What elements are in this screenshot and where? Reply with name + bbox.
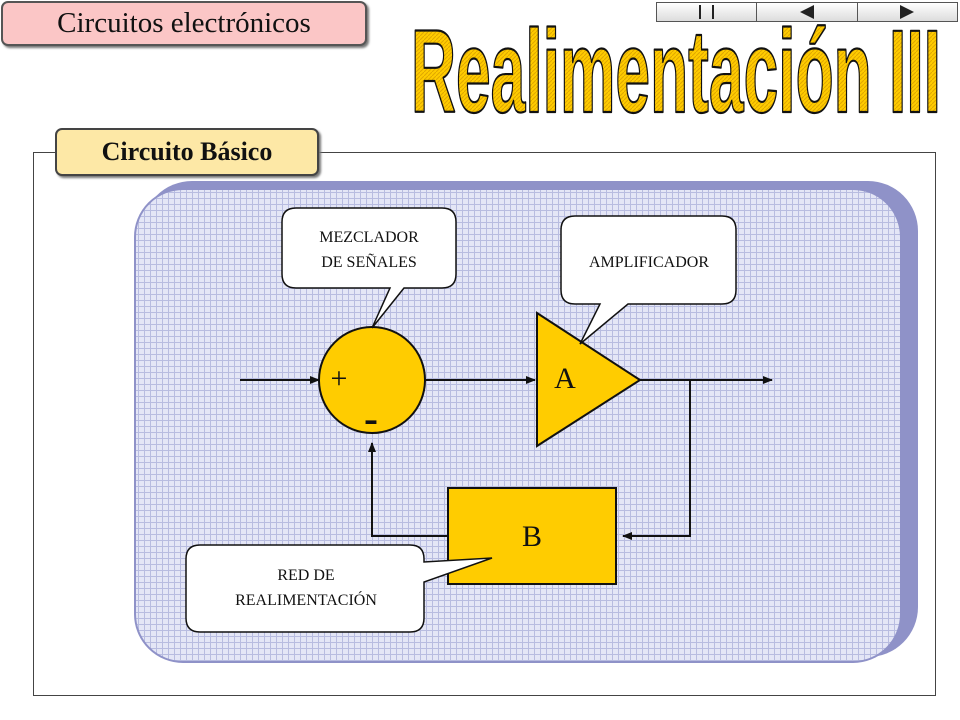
- diagram-panel: [134, 188, 902, 663]
- feedback-callout: [185, 544, 493, 633]
- content-frame: [33, 152, 936, 696]
- previous-slide-button[interactable]: [757, 3, 858, 21]
- course-title: Circuitos electrónicos: [1, 1, 367, 46]
- amplifier-callout: [560, 215, 737, 345]
- mixer-minus-sign: -: [364, 396, 378, 442]
- feedback-callout-line-2: REALIMENTACIÓN: [235, 592, 377, 609]
- mixer-callout: [281, 207, 457, 329]
- first-slide-icon: [698, 5, 714, 19]
- next-slide-icon: [900, 5, 915, 19]
- amplifier-label: A: [554, 362, 576, 395]
- feedback-return-wire: [368, 442, 448, 537]
- amplifier-callout-label: AMPLIFICADOR: [588, 254, 709, 271]
- previous-slide-icon: [799, 5, 814, 19]
- slide-title-text: Realimentación III: [411, 6, 941, 130]
- first-slide-button[interactable]: [657, 3, 758, 21]
- mixer-callout-label: MEZCLADOR DE SEÑALES: [284, 225, 454, 275]
- slide-navigation: [656, 2, 958, 22]
- feedback-sense-wire: [622, 380, 691, 540]
- feedback-network-label: B: [521, 520, 542, 553]
- section-title: Circuito Básico: [55, 128, 319, 176]
- mixer-callout-line-1: MEZCLADOR: [319, 229, 419, 246]
- mixer-callout-line-2: DE SEÑALES: [321, 254, 417, 271]
- feedback-callout-line-1: RED DE: [277, 567, 335, 584]
- amplifier-block: [536, 311, 642, 448]
- mixer-plus-sign: +: [330, 362, 348, 395]
- next-slide-button[interactable]: [857, 3, 957, 21]
- feedback-network-block: [447, 487, 617, 585]
- slide-title: Realimentación III: [410, 5, 942, 130]
- feedback-callout-label: RED DE REALIMENTACIÓN: [188, 563, 424, 613]
